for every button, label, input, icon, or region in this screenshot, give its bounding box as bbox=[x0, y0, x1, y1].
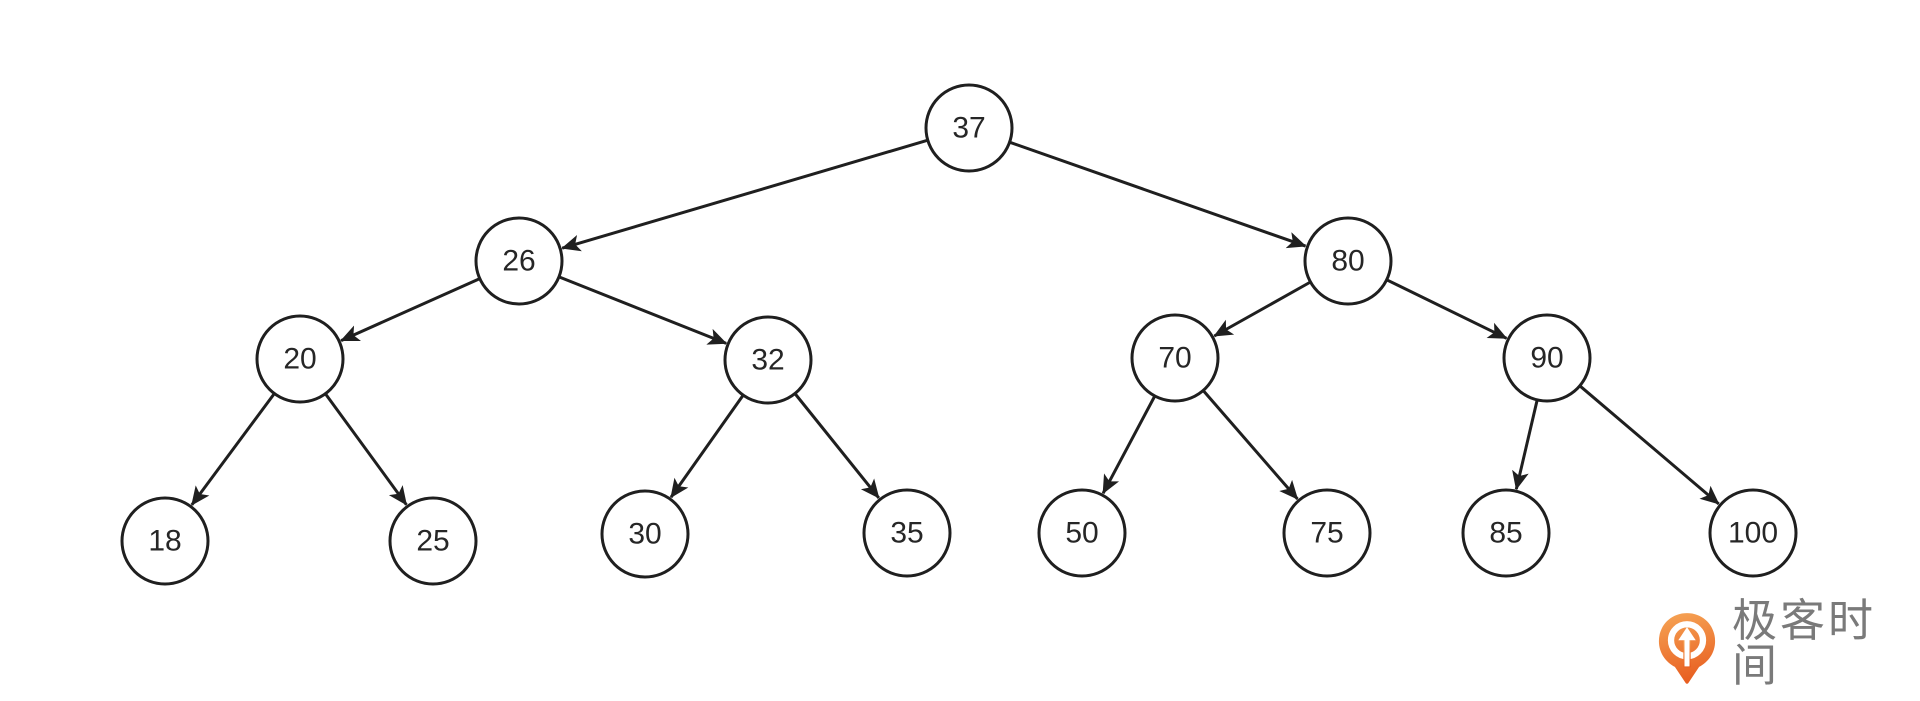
node-circle bbox=[862, 488, 952, 578]
tree-node-100: 100 bbox=[1708, 488, 1798, 578]
tree-node-35: 35 bbox=[862, 488, 952, 578]
node-label: 70 bbox=[1158, 342, 1191, 375]
tree-edge-32-35 bbox=[793, 392, 880, 499]
node-label: 50 bbox=[1065, 517, 1098, 550]
tree-edges bbox=[190, 138, 1720, 506]
tree-node-18: 18 bbox=[120, 496, 210, 586]
node-circle bbox=[1130, 313, 1220, 403]
node-circle bbox=[1303, 216, 1393, 306]
node-label: 35 bbox=[890, 517, 923, 550]
node-circle bbox=[924, 83, 1014, 173]
tree-node-75: 75 bbox=[1282, 488, 1372, 578]
node-label: 80 bbox=[1331, 245, 1364, 278]
tree-node-50: 50 bbox=[1037, 488, 1127, 578]
tree-edge-90-100 bbox=[1578, 384, 1720, 506]
node-circle bbox=[1708, 488, 1798, 578]
tree-edge-20-18 bbox=[190, 392, 276, 506]
node-circle bbox=[1037, 488, 1127, 578]
node-label: 75 bbox=[1310, 517, 1343, 550]
tree-node-30: 30 bbox=[600, 489, 690, 579]
tree-node-37: 37 bbox=[924, 83, 1014, 173]
tree-edge-90-85 bbox=[1512, 399, 1539, 491]
node-circle bbox=[1502, 313, 1592, 403]
tree-node-90: 90 bbox=[1502, 313, 1592, 403]
geektime-logo: 极客时间 bbox=[1656, 598, 1920, 690]
node-circle bbox=[474, 216, 564, 306]
tree-edge-20-25 bbox=[324, 392, 408, 506]
tree-node-85: 85 bbox=[1461, 488, 1551, 578]
node-label: 85 bbox=[1489, 517, 1522, 550]
node-label: 26 bbox=[502, 245, 535, 278]
tree-edge-70-50 bbox=[1101, 395, 1157, 495]
node-label: 90 bbox=[1530, 342, 1563, 375]
geektime-logo-text: 极客时间 bbox=[1732, 595, 1877, 691]
node-label: 100 bbox=[1728, 517, 1778, 550]
tree-edge-26-20 bbox=[340, 277, 481, 342]
node-label: 20 bbox=[283, 343, 316, 376]
node-circle bbox=[1461, 488, 1551, 578]
node-label: 37 bbox=[952, 112, 985, 145]
tree-node-32: 32 bbox=[723, 315, 813, 405]
tree-node-25: 25 bbox=[388, 496, 478, 586]
node-circle bbox=[600, 489, 690, 579]
tree-edge-26-32 bbox=[558, 275, 728, 345]
tree-node-70: 70 bbox=[1130, 313, 1220, 403]
tree-edge-37-26 bbox=[561, 138, 929, 252]
node-label: 32 bbox=[751, 344, 784, 377]
tree-node-20: 20 bbox=[255, 314, 345, 404]
tree-node-80: 80 bbox=[1303, 216, 1393, 306]
tree-edge-80-90 bbox=[1386, 278, 1508, 340]
node-circle bbox=[255, 314, 345, 404]
node-circle bbox=[120, 496, 210, 586]
node-circle bbox=[1282, 488, 1372, 578]
node-circle bbox=[723, 315, 813, 405]
node-label: 18 bbox=[148, 525, 181, 558]
node-label: 25 bbox=[416, 525, 449, 558]
tree-node-26: 26 bbox=[474, 216, 564, 306]
geektime-pin-icon bbox=[1658, 613, 1716, 684]
tree-edge-80-70 bbox=[1213, 280, 1312, 338]
tree-edge-32-30 bbox=[669, 394, 745, 499]
node-circle bbox=[388, 496, 478, 586]
tree-nodes: 37 26 80 20 32 70 90 18 25 30 35 50 75 85 100 bbox=[120, 83, 1798, 586]
tree-edge-70-75 bbox=[1202, 389, 1299, 500]
node-label: 30 bbox=[628, 518, 661, 551]
tree-edge-37-80 bbox=[1009, 140, 1307, 249]
